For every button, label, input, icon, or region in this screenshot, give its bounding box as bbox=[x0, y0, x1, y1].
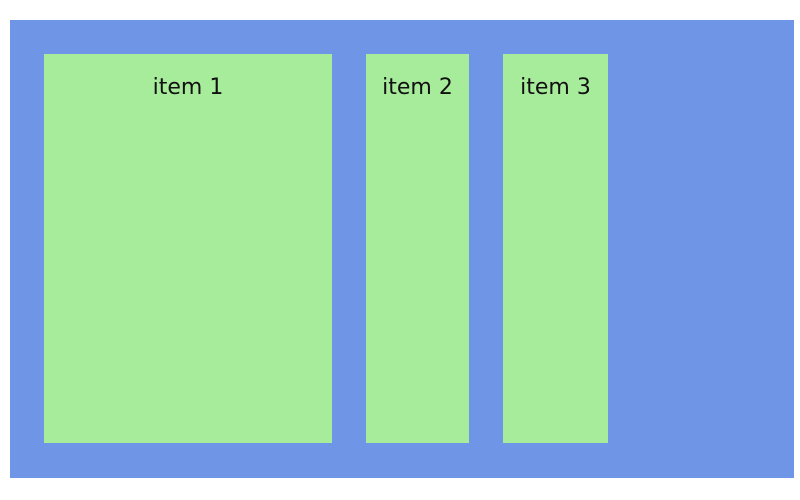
flex-item-3: item 3 bbox=[503, 54, 608, 443]
flex-container: item 1 item 2 item 3 bbox=[10, 20, 794, 478]
flex-item-1-label: item 1 bbox=[152, 75, 224, 100]
flex-item-1: item 1 bbox=[44, 54, 332, 443]
flex-item-2: item 2 bbox=[366, 54, 469, 443]
flex-item-2-label: item 2 bbox=[382, 75, 453, 100]
flex-item-3-label: item 3 bbox=[520, 75, 591, 100]
